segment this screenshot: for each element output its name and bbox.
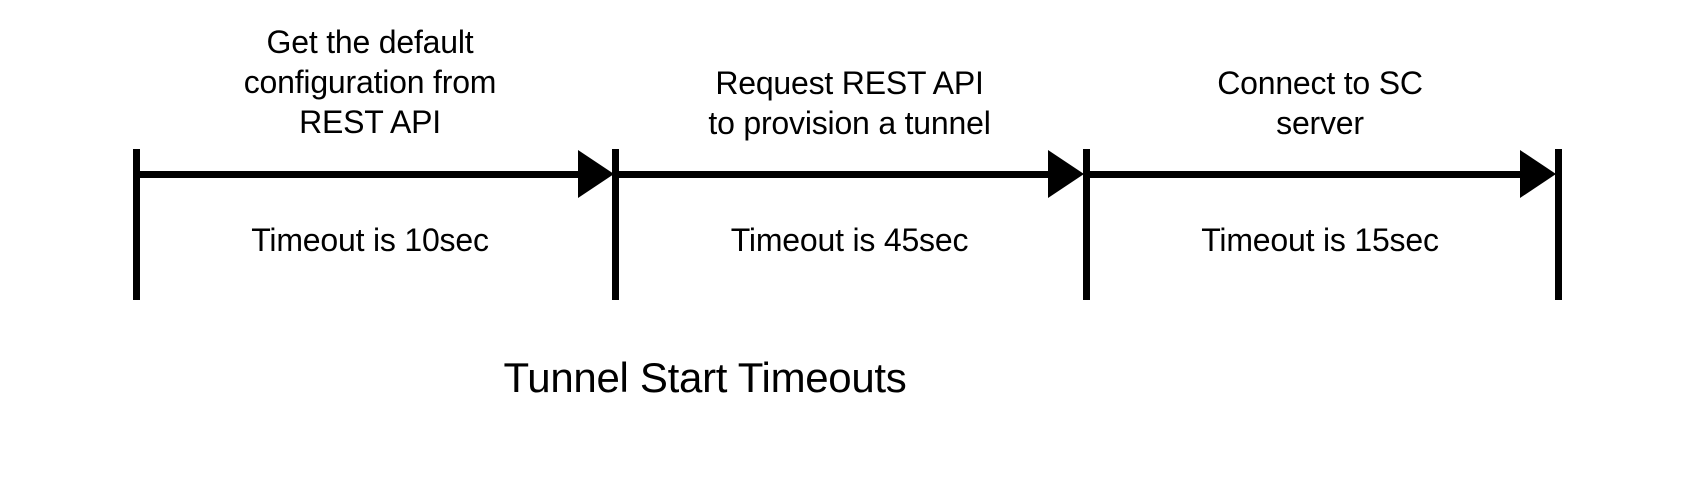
segment-3-arrowhead-icon <box>1520 150 1556 198</box>
segment-2-axis-line <box>615 171 1051 178</box>
segment-1-description: Get the default configuration from REST … <box>243 24 497 140</box>
segment-3-axis-line <box>1086 171 1522 178</box>
timeline-tick-boundary-2 <box>1083 149 1090 300</box>
segment-1-axis-line <box>136 171 580 178</box>
segment-3-description: Connect to SC server <box>1217 65 1423 141</box>
timeline-tick-end <box>1555 149 1562 300</box>
segment-2-arrowhead-icon <box>1048 150 1084 198</box>
segment-1-timeout-label: Timeout is 10sec <box>251 222 489 258</box>
segment-3-timeout-label: Timeout is 15sec <box>1201 222 1439 258</box>
segment-2-description: Request REST API to provision a tunnel <box>708 65 991 141</box>
segment-2-timeout-label: Timeout is 45sec <box>730 222 969 258</box>
diagram-title: Tunnel Start Timeouts <box>503 354 907 401</box>
timeline-tick-boundary-1 <box>612 149 619 300</box>
segment-1-arrowhead-icon <box>578 150 614 198</box>
timeline-tick-start <box>133 149 140 300</box>
